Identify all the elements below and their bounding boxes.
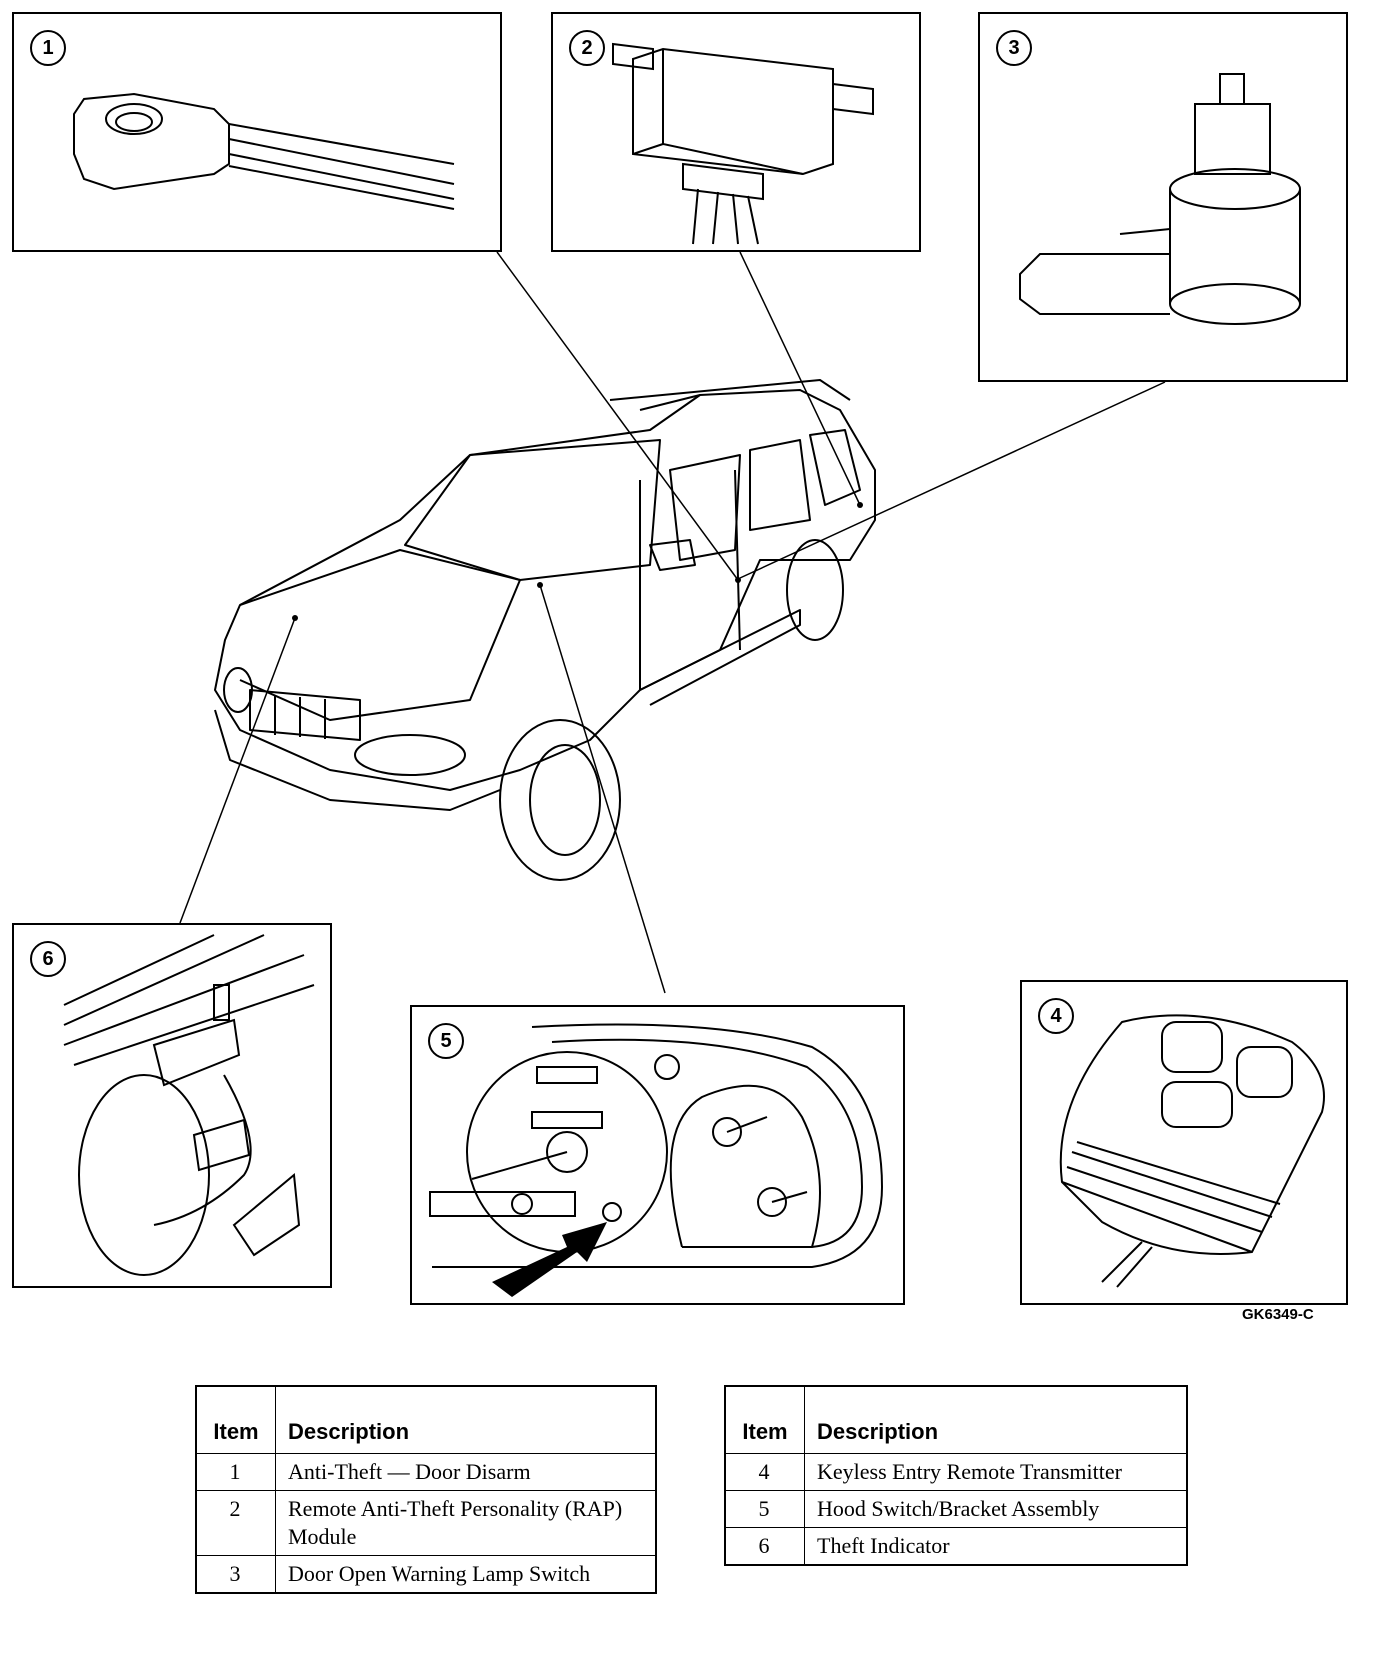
- table-row: 2 Remote Anti-Theft Personality (RAP) Mo…: [195, 1490, 657, 1556]
- door-open-switch-illustration: [1019, 73, 1301, 325]
- item-description: Door Open Warning Lamp Switch: [275, 1555, 657, 1594]
- legend-header-row: Item Description: [195, 1385, 657, 1454]
- figure-id: GK6349-C: [1242, 1306, 1314, 1323]
- callout-6: 6: [30, 941, 66, 977]
- callout-3: 3: [996, 30, 1032, 66]
- door-disarm-switch-illustration: [73, 92, 455, 210]
- item-description: Keyless Entry Remote Transmitter: [804, 1453, 1188, 1491]
- leader-lines: [179, 251, 1166, 994]
- header-item: Item: [195, 1385, 276, 1454]
- rap-module-illustration: [612, 42, 874, 245]
- table-row: 5 Hood Switch/Bracket Assembly: [724, 1490, 1188, 1528]
- vehicle-illustration: [214, 379, 876, 881]
- header-description: Description: [804, 1385, 1188, 1454]
- item-number: 1: [195, 1453, 276, 1491]
- callout-5: 5: [428, 1023, 464, 1059]
- header-item: Item: [724, 1385, 805, 1454]
- arrow-icon: [492, 1222, 607, 1297]
- key-fob-illustration: [1059, 1014, 1325, 1288]
- callout-4: 4: [1038, 998, 1074, 1034]
- legend-table-right: Item Description 4 Keyless Entry Remote …: [724, 1385, 1188, 1566]
- component-box-4: 4: [1020, 980, 1348, 1305]
- item-description: Theft Indicator: [804, 1527, 1188, 1566]
- item-description: Hood Switch/Bracket Assembly: [804, 1490, 1188, 1528]
- item-number: 3: [195, 1555, 276, 1594]
- callout-2: 2: [569, 30, 605, 66]
- item-number: 5: [724, 1490, 805, 1528]
- legend-table-left: Item Description 1 Anti-Theft — Door Dis…: [195, 1385, 657, 1594]
- component-box-3: 3: [978, 12, 1348, 382]
- item-number: 2: [195, 1490, 276, 1556]
- component-box-6: 6: [12, 923, 332, 1288]
- instrument-cluster-illustration: [429, 1023, 884, 1297]
- item-description: Remote Anti-Theft Personality (RAP) Modu…: [275, 1490, 657, 1556]
- item-number: 6: [724, 1527, 805, 1566]
- item-number: 4: [724, 1453, 805, 1491]
- table-row: 4 Keyless Entry Remote Transmitter: [724, 1453, 1188, 1491]
- item-description: Anti-Theft — Door Disarm: [275, 1453, 657, 1491]
- table-row: 1 Anti-Theft — Door Disarm: [195, 1453, 657, 1491]
- legend-header-row: Item Description: [724, 1385, 1188, 1454]
- callout-1: 1: [30, 30, 66, 66]
- table-row: 3 Door Open Warning Lamp Switch: [195, 1555, 657, 1594]
- theft-indicator-illustration: [63, 934, 315, 1276]
- component-box-5: 5: [410, 1005, 905, 1305]
- leader-dots: [292, 502, 863, 621]
- component-box-2: 2: [551, 12, 921, 252]
- header-description: Description: [275, 1385, 657, 1454]
- table-row: 6 Theft Indicator: [724, 1527, 1188, 1566]
- component-box-1: 1: [12, 12, 502, 252]
